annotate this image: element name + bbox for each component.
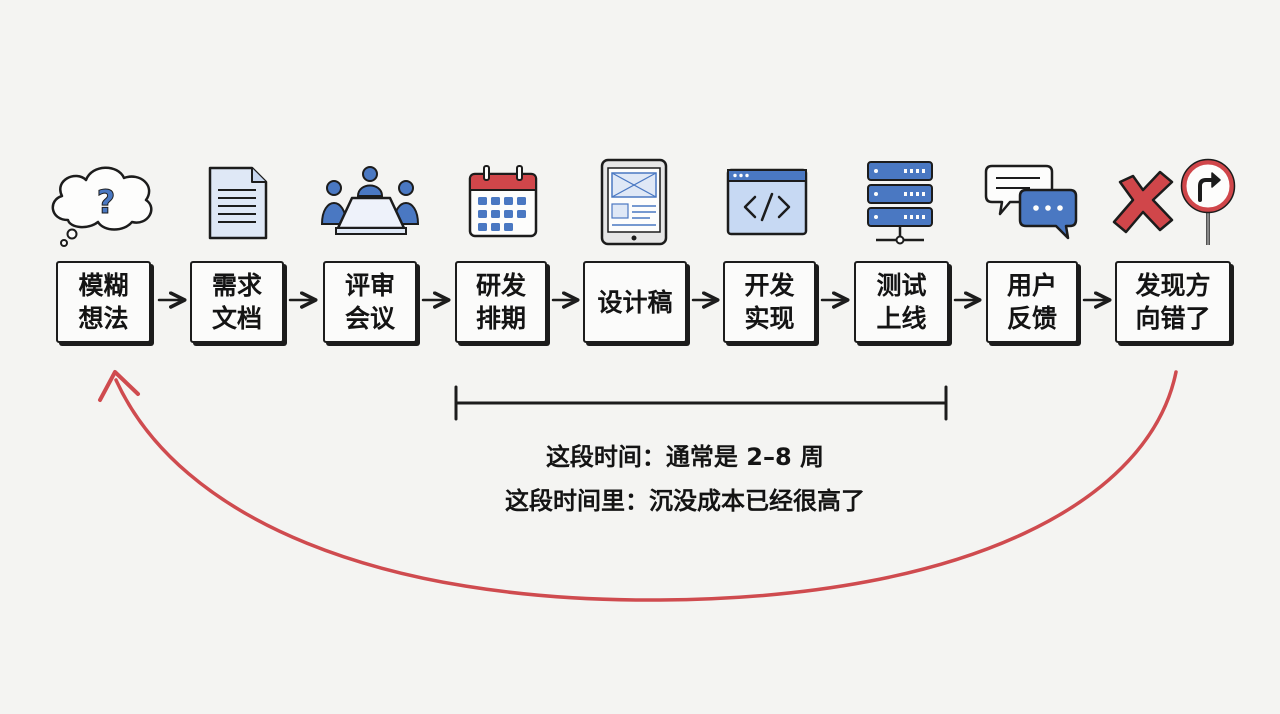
step-box-review-meeting: 评审 会议	[323, 261, 417, 343]
sunk-cost-caption: 这段时间里：沉没成本已经很高了	[505, 487, 865, 515]
duration-caption: 这段时间：通常是 2–8 周	[545, 443, 825, 471]
step-box-testing-release: 测试 上线	[854, 261, 949, 343]
server-icon	[867, 161, 933, 245]
svg-text:?: ?	[97, 183, 116, 221]
step-box-design-draft: 设计稿	[583, 261, 687, 343]
tablet-mockup-icon	[600, 158, 668, 246]
loop-back-arrow	[98, 370, 1178, 602]
step-box-dev-scheduling: 研发 排期	[455, 261, 547, 343]
meeting-table-icon	[320, 166, 420, 235]
document-icon	[208, 166, 268, 240]
calendar-icon	[468, 165, 538, 238]
step-box-development: 开发 实现	[723, 261, 816, 343]
loop-back-arrowhead	[98, 370, 140, 402]
red-x-and-turn-sign-icon	[1112, 158, 1236, 245]
step-box-wrong-direction: 发现方 向错了	[1115, 261, 1231, 343]
step-box-user-feedback: 用户 反馈	[986, 261, 1078, 343]
chat-bubbles-icon	[984, 164, 1078, 240]
step-box-vague-idea: 模糊 想法	[56, 261, 151, 343]
duration-bracket	[454, 385, 948, 421]
code-window-icon	[726, 168, 808, 236]
step-box-requirements-doc: 需求 文档	[190, 261, 284, 343]
thought-bubble-question-icon: ?	[51, 166, 153, 247]
